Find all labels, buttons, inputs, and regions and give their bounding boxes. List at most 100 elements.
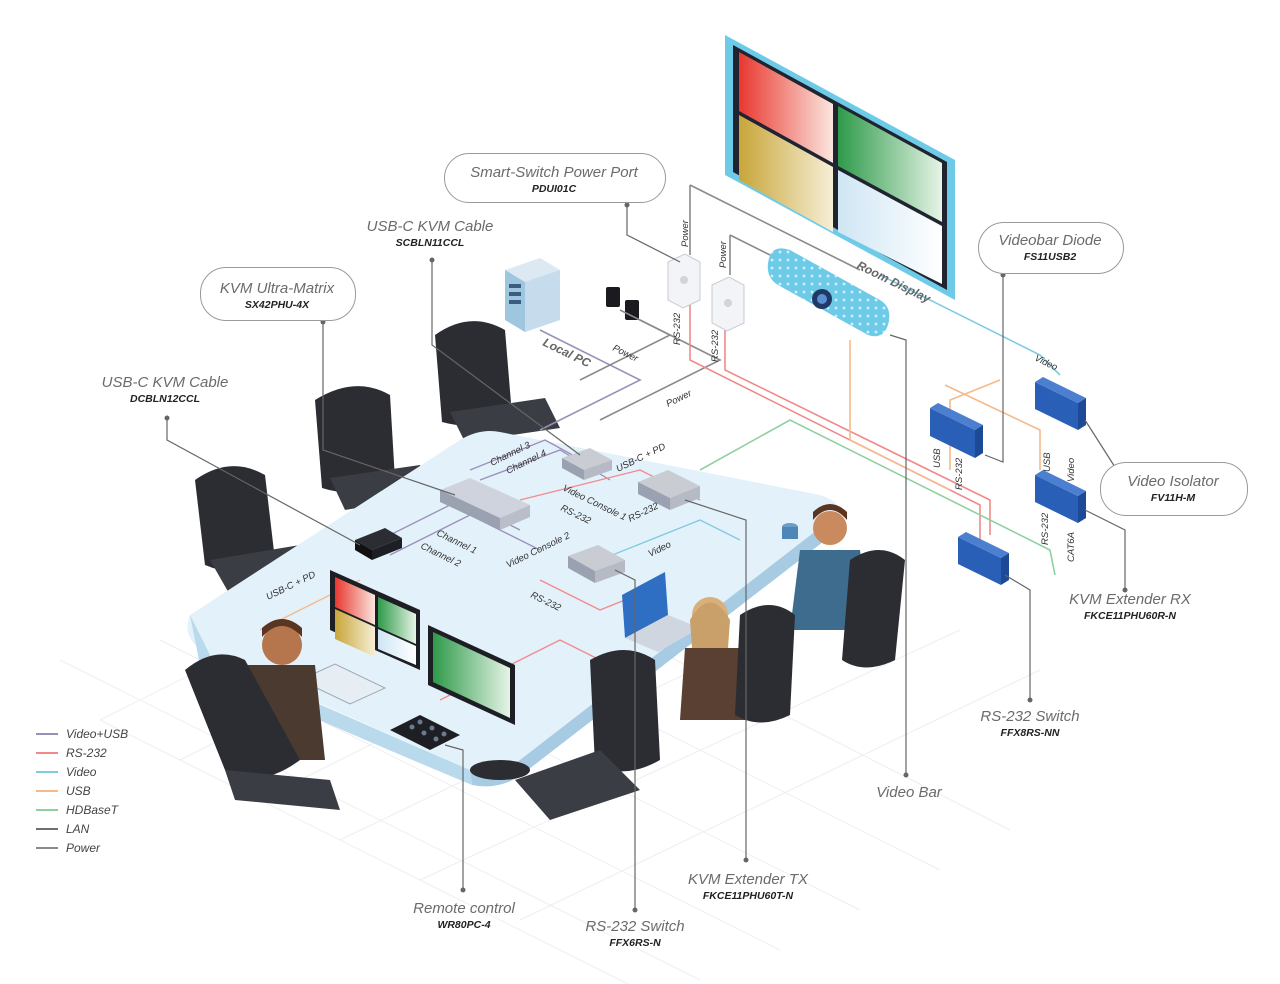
legend-item: HDBaseT — [36, 800, 128, 819]
callout-power-port: Smart-Switch Power Port PDUI01C — [444, 164, 664, 195]
callout-title: Smart-Switch Power Port — [470, 164, 638, 181]
callout-code: PDUI01C — [531, 183, 577, 195]
label-video-c: Video — [1066, 458, 1077, 482]
callout-title: USB-C KVM Cable — [101, 374, 229, 391]
label-rs232-a: RS-232 — [672, 312, 683, 345]
person-right-woman — [680, 597, 750, 720]
legend-swatch — [36, 789, 58, 792]
callout-kvm-matrix: KVM Ultra-Matrix SX42PHU-4X — [200, 280, 354, 311]
legend-item: LAN — [36, 819, 128, 838]
callout-usbc-cable-1: USB-C KVM Cable SCBLN11CCL — [350, 218, 510, 249]
rs232-switch-table-device — [568, 545, 625, 583]
legend-swatch — [36, 751, 58, 754]
chair-right-end — [842, 550, 905, 668]
callout-rs232-switch-n: RS-232 Switch FFX6RS-N — [565, 918, 705, 949]
callout-title: KVM Extender TX — [687, 871, 809, 888]
chair-front-left — [185, 654, 340, 810]
callout-code: WR80PC-4 — [437, 919, 491, 931]
legend-swatch — [36, 846, 58, 849]
legend-item: Video — [36, 762, 128, 781]
desk-monitor-left — [330, 570, 420, 670]
legend-swatch — [36, 770, 58, 773]
kvm-extender-rx-device — [1035, 470, 1086, 523]
callout-box-videobar-diode — [978, 222, 1124, 274]
label-usb-a: USB — [932, 448, 943, 468]
legend-item: USB — [36, 781, 128, 800]
legend-swatch — [36, 827, 58, 830]
callout-videobar-diode: Videobar Diode FS11USB2 — [978, 232, 1122, 263]
callout-title: Remote control — [413, 900, 515, 917]
wires — [539, 184, 1061, 576]
callout-title: USB-C KVM Cable — [366, 218, 494, 235]
callout-box-kvm-matrix — [200, 267, 356, 321]
label-power-a: Power — [680, 219, 691, 247]
label-video-b: Video — [1033, 353, 1060, 373]
smart-power-port-2 — [711, 276, 745, 332]
local-pc — [505, 258, 560, 332]
chair-front-middle — [515, 650, 660, 820]
label-rs232-b: RS-232 — [710, 329, 721, 362]
callout-title: Video Isolator — [1127, 473, 1219, 490]
callout-box-video-isolator — [1100, 462, 1248, 516]
leader-lines — [166, 205, 1126, 910]
callout-title: RS-232 Switch — [585, 918, 685, 935]
chair-back-right — [435, 321, 560, 442]
callout-code: SCBLN11CCL — [395, 237, 465, 249]
callout-code: FFX8RS-NN — [1000, 727, 1060, 739]
callout-code: FFX6RS-N — [609, 937, 661, 949]
legend-label: Video+USB — [66, 726, 129, 741]
label-rs232-g: RS-232 — [1040, 512, 1051, 545]
label-usb-b: USB — [1042, 452, 1053, 472]
callout-rs232-switch-nn: RS-232 Switch FFX8RS-NN — [960, 708, 1100, 739]
callout-kvm-extender-rx: KVM Extender RX FKCE11PHU60R-N — [1050, 591, 1210, 622]
callout-code: SX42PHU-4X — [244, 299, 310, 311]
usbc-connector-box — [562, 448, 612, 480]
callout-title: Video Bar — [876, 784, 942, 801]
kvm-matrix-device — [440, 478, 530, 530]
label-power-d: Power — [664, 388, 694, 410]
callout-video-isolator: Video Isolator FV11H-M — [1100, 473, 1246, 504]
legend-item: Power — [36, 838, 128, 857]
video-bar — [767, 248, 890, 337]
callout-code: DCBLN12CCL — [129, 393, 200, 405]
legend-label: Power — [66, 840, 101, 855]
callout-title: Videobar Diode — [998, 232, 1102, 249]
power-adapters — [606, 287, 639, 320]
label-cat6a: CAT6A — [1066, 532, 1077, 562]
callout-title: KVM Ultra-Matrix — [219, 280, 335, 297]
desk-monitor-right — [428, 625, 515, 725]
callout-remote-control: Remote control WR80PC-4 — [394, 900, 534, 931]
callout-title: RS-232 Switch — [980, 708, 1080, 725]
legend-label: LAN — [66, 821, 90, 836]
callout-code: FS11USB2 — [1023, 251, 1077, 263]
legend-item: RS-232 — [36, 743, 128, 762]
remote-control-device — [390, 715, 460, 750]
legend-item: Video+USB — [36, 724, 128, 743]
legend-swatch — [36, 808, 58, 811]
callout-title: KVM Extender RX — [1069, 591, 1191, 608]
chair-right-middle — [735, 605, 795, 723]
legend-label: Video — [66, 764, 97, 779]
callout-video-bar: Video Bar — [850, 784, 968, 801]
smart-power-port-1 — [667, 253, 701, 309]
keyboard — [298, 663, 387, 705]
label-power-b: Power — [718, 240, 729, 268]
speaker-device — [782, 523, 798, 539]
legend-swatch — [36, 732, 58, 735]
legend: Video+USB RS-232 Video USB HDBaseT LAN P… — [36, 724, 128, 857]
callout-code: FKCE11PHU60R-N — [1084, 610, 1176, 622]
leader-dots — [164, 202, 1128, 913]
videobar-diode-device — [930, 403, 983, 458]
callout-code: FKCE11PHU60T-N — [702, 890, 794, 902]
callout-box-power-port — [444, 153, 666, 203]
callout-kvm-extender-tx: KVM Extender TX FKCE11PHU60T-N — [668, 871, 828, 902]
kvm-extender-tx-device — [638, 470, 700, 510]
legend-label: HDBaseT — [66, 802, 119, 817]
laptop — [622, 572, 700, 652]
label-rs232-f: RS-232 — [954, 457, 965, 490]
callout-code: FV11H-M — [1150, 492, 1196, 504]
callout-usbc-cable-2: USB-C KVM Cable DCBLN12CCL — [85, 374, 245, 405]
room-display — [725, 35, 955, 300]
rs232-switch-nn-device — [958, 532, 1009, 585]
